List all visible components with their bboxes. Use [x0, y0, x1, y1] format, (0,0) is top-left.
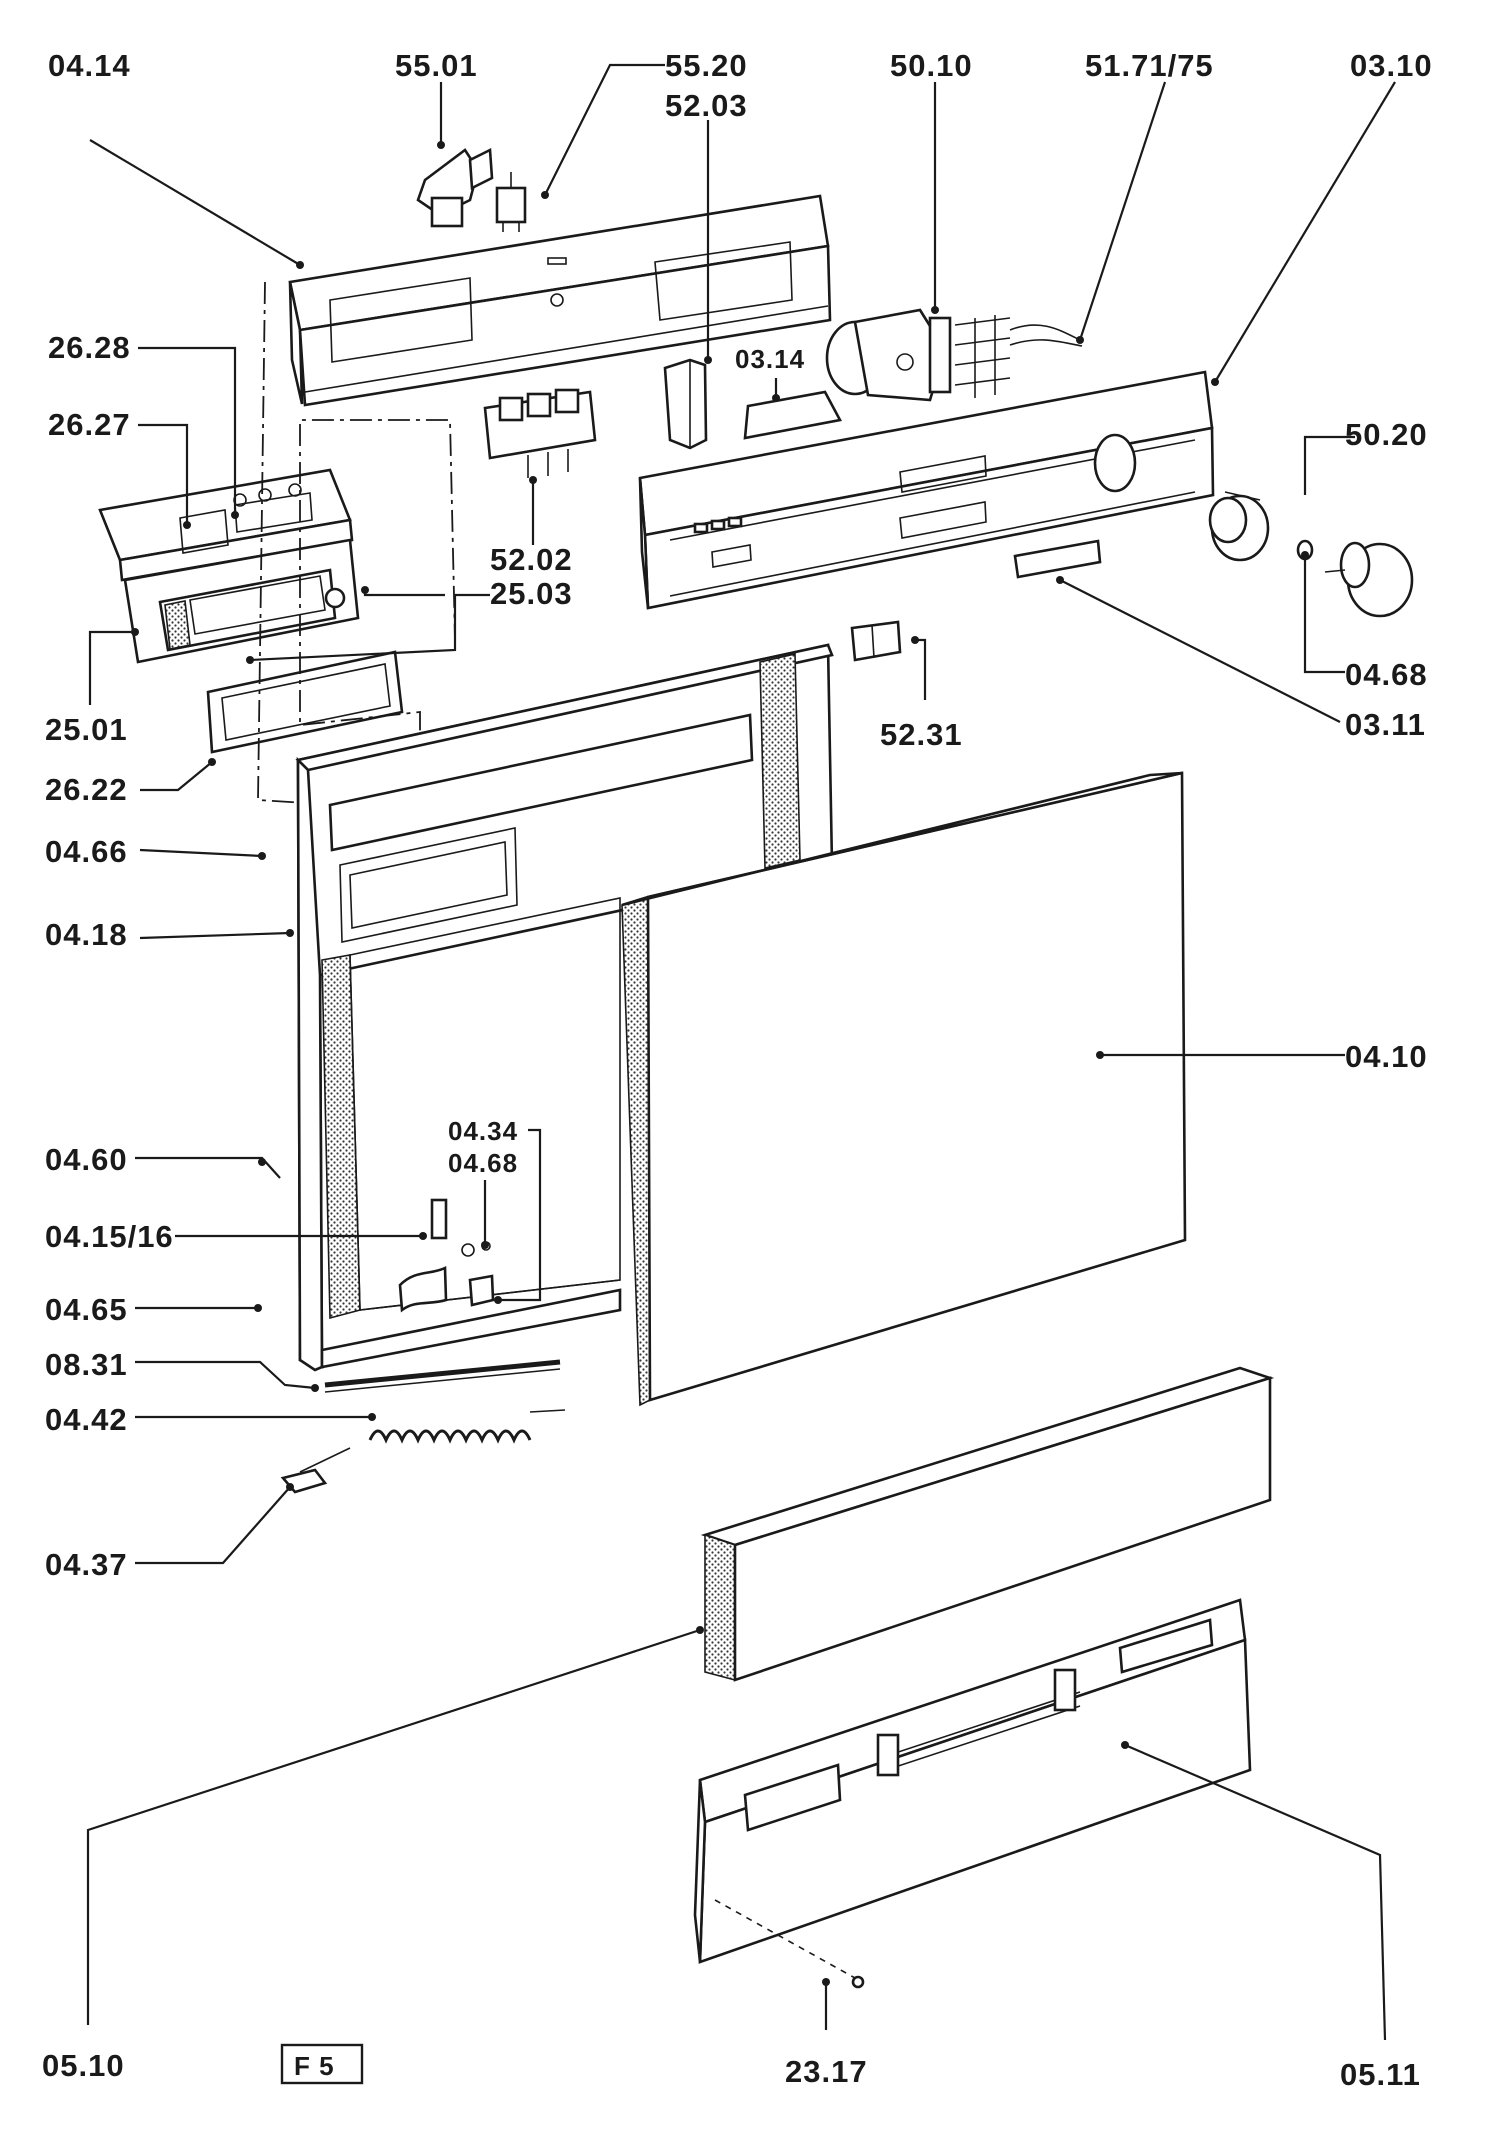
door-rod-part	[324, 1359, 561, 1393]
indicator-lens-part	[743, 390, 842, 440]
lower-panel-part	[693, 1598, 1252, 1964]
push-plate-part	[1013, 539, 1102, 579]
leader-lines	[86, 63, 1396, 2041]
label-26-28: 26.28	[48, 330, 131, 365]
relay-block-part	[483, 388, 597, 478]
screw-part	[714, 1899, 865, 1989]
label-04-10: 04.10	[1345, 1039, 1428, 1074]
label-23-17: 23.17	[785, 2054, 868, 2089]
label-04-66: 04.66	[45, 834, 128, 869]
label-52-02: 52.02	[490, 542, 573, 577]
label-03-10: 03.10	[1350, 48, 1433, 83]
label-52-31: 52.31	[880, 717, 963, 752]
dispenser-lid-part	[98, 468, 354, 582]
knob-assembly-part	[1208, 491, 1414, 618]
figure-tag-text: F 5	[294, 2051, 335, 2081]
label-25-01: 25.01	[45, 712, 128, 747]
kick-plate-part	[700, 1366, 1275, 1682]
label-08-31: 08.31	[45, 1347, 128, 1382]
label-04-42: 04.42	[45, 1402, 128, 1437]
programmer-motor-part	[825, 308, 1011, 402]
control-bracket-part	[288, 194, 832, 407]
label-04-65: 04.65	[45, 1292, 128, 1327]
label-04-15-16: 04.15/16	[45, 1219, 174, 1254]
label-03-14: 03.14	[735, 344, 805, 374]
label-05-11: 05.11	[1340, 2057, 1421, 2092]
label-04-60: 04.60	[45, 1142, 128, 1177]
label-04-68: 04.68	[448, 1148, 518, 1178]
label-03-11: 03.11	[1345, 707, 1426, 742]
label-04-18: 04.18	[45, 917, 128, 952]
label-55-20: 55.20	[665, 48, 748, 83]
inner-door-part	[295, 643, 834, 1372]
outer-door-panel-part	[621, 771, 1187, 1407]
label-51-71-75: 51.71/75	[1085, 48, 1214, 83]
detergent-dispenser-part	[123, 538, 360, 664]
label-50-10: 50.10	[890, 48, 973, 83]
figure-tag: F 5	[280, 2043, 364, 2085]
label-04-68-top: 04.68	[1345, 657, 1428, 692]
label-04-34: 04.34	[448, 1116, 518, 1146]
door-switch-part	[416, 147, 494, 228]
label-50-20: 50.20	[1345, 417, 1428, 452]
label-26-27: 26.27	[48, 407, 131, 442]
dispenser-gasket-part	[206, 650, 404, 754]
small-switch-block-part	[850, 620, 902, 662]
door-latch-part	[398, 1198, 495, 1313]
door-spring-part	[368, 1409, 566, 1444]
label-04-37: 04.37	[45, 1547, 128, 1582]
label-55-01: 55.01	[395, 48, 478, 83]
label-52-03: 52.03	[665, 88, 748, 123]
micro-switch-part	[495, 172, 527, 232]
label-25-03: 25.03	[490, 576, 573, 611]
part-labels: 04.14 55.01 55.20 52.03 50.10 51.71/75 0…	[42, 48, 1433, 2092]
label-04-14: 04.14	[48, 48, 131, 83]
label-05-10: 05.10	[42, 2048, 125, 2083]
control-panel-front-part	[638, 370, 1215, 610]
label-26-22: 26.22	[45, 772, 128, 807]
wiring-harness-part	[1009, 324, 1083, 347]
switch-bracket-part	[663, 358, 708, 450]
